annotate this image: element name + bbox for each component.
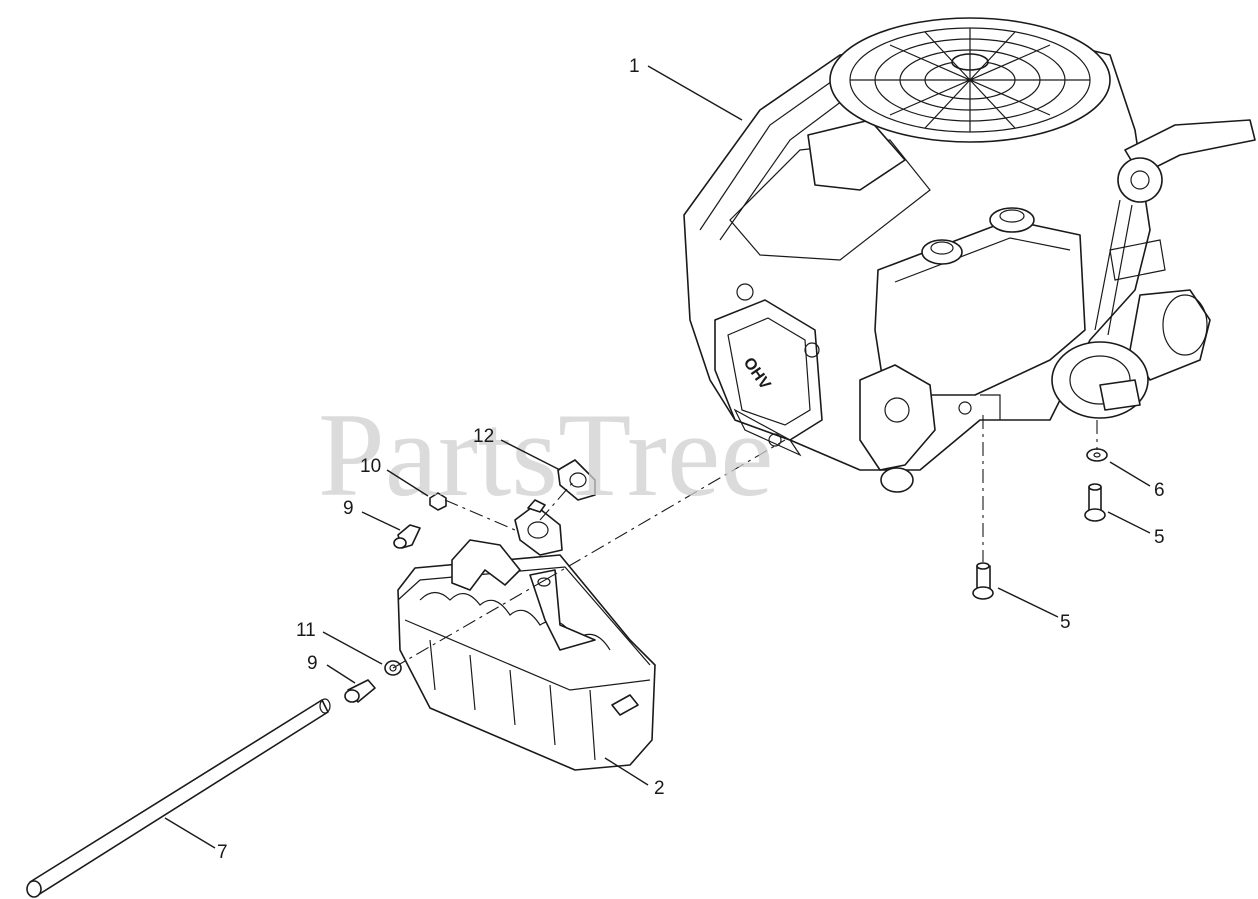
callout-6: 6 [1154, 480, 1165, 501]
callout-5b: 5 [1154, 527, 1165, 548]
fan-grill [829, 17, 1111, 143]
callout-10: 10 [360, 456, 381, 477]
engine-assembly: OHV [683, 17, 1256, 493]
engine-bolt-front [972, 562, 994, 600]
bolt-upper [393, 524, 421, 549]
callout-labels: 1 2 5 5 6 7 9 9 10 11 12 [217, 56, 1165, 863]
callout-12: 12 [473, 426, 494, 447]
throttle-linkage [1094, 119, 1256, 336]
callout-9a: 9 [343, 498, 354, 519]
engine-bolt-rear [1084, 483, 1106, 522]
muffler [397, 539, 656, 771]
leader-lines [164, 65, 1151, 849]
callout-5a: 5 [1060, 612, 1071, 633]
watermark: PartsTree [318, 388, 774, 521]
callout-2: 2 [654, 778, 665, 799]
nut [429, 492, 447, 511]
exhaust-flange [514, 499, 563, 556]
alignment-lines [392, 415, 1098, 669]
bolt-lower [344, 679, 376, 703]
callout-7: 7 [217, 842, 228, 863]
tail-pipe [26, 698, 331, 898]
gasket [557, 459, 596, 501]
callout-11: 11 [296, 620, 316, 641]
callout-1: 1 [629, 56, 640, 77]
oil-filter [1051, 289, 1211, 419]
engine-washer [1086, 448, 1108, 462]
callout-9b: 9 [307, 653, 318, 674]
